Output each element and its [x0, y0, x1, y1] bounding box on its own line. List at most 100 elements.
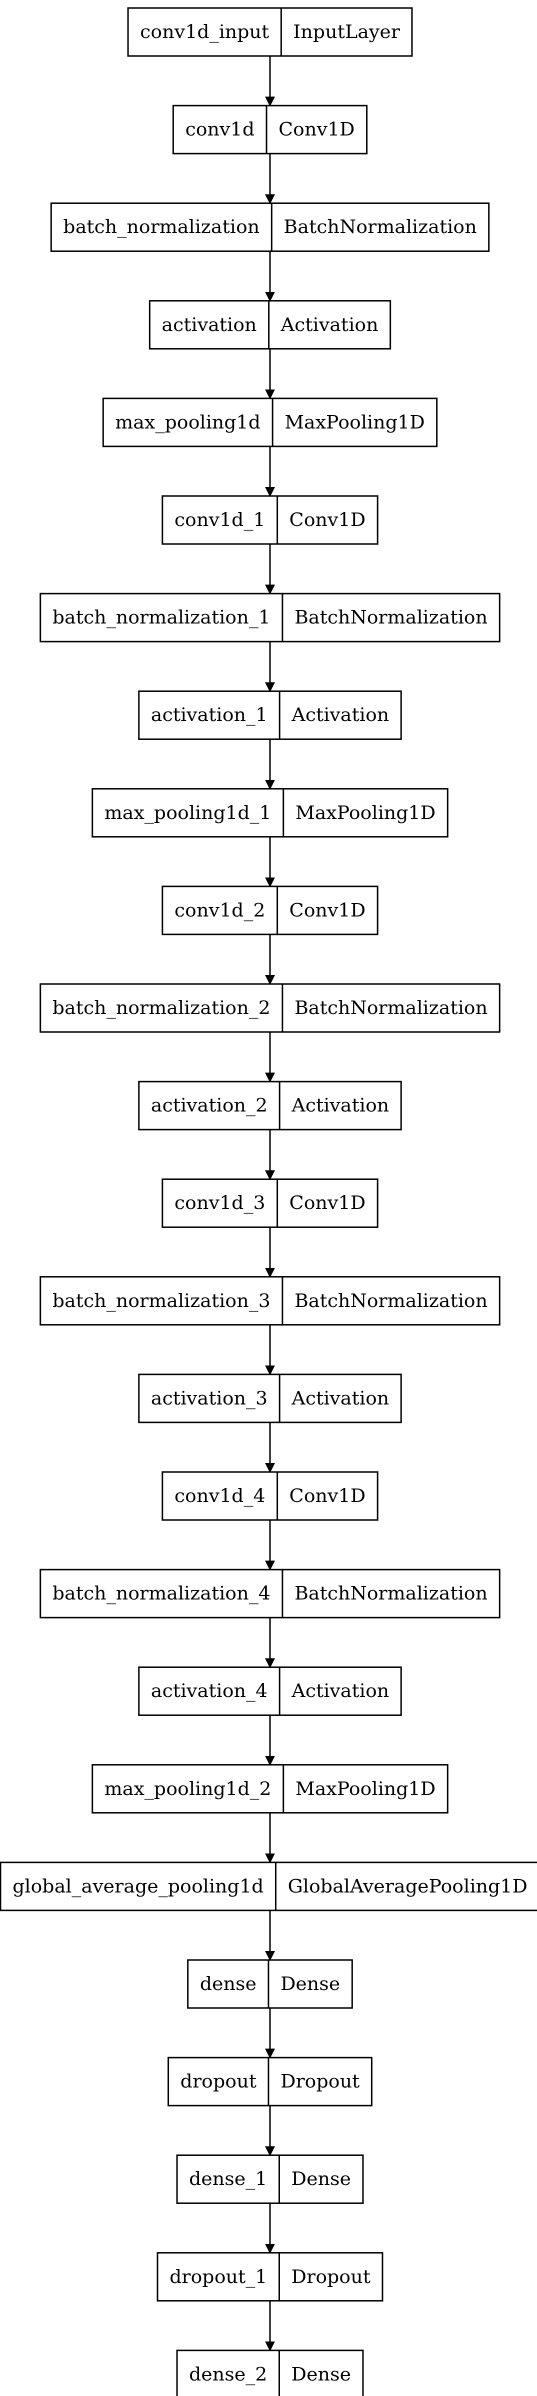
layer-box [39, 592, 501, 643]
layer-name: activation_4 [151, 1680, 268, 1702]
layer-node: conv1d_3 Conv1D [161, 1178, 379, 1228]
layer-type: BatchNormalization [294, 607, 487, 629]
layer-type: Dense [280, 1973, 340, 1995]
layer-type: BatchNormalization [294, 1583, 487, 1605]
layer-box [91, 1764, 449, 1814]
layer-node: batch_normalization BatchNormalization [50, 202, 490, 252]
layer-type: Activation [291, 1095, 390, 1117]
layer-node: dense_2 Dense [176, 2349, 364, 2396]
layer-node: batch_normalization_4 BatchNormalization [39, 1568, 501, 1619]
layer-type: Dense [291, 2363, 351, 2385]
layer-box [172, 104, 368, 155]
layer-node: activation_1 Activation [138, 690, 402, 740]
layer-name: batch_normalization_4 [52, 1583, 270, 1605]
layer-box [39, 1276, 501, 1326]
layer-name: conv1d_3 [174, 1192, 265, 1214]
layer-name: conv1d_4 [174, 1485, 265, 1507]
layer-node: conv1d_input InputLayer [127, 7, 413, 57]
layer-box [161, 1178, 379, 1228]
layer-box [148, 300, 392, 350]
layer-name: activation_3 [151, 1387, 268, 1409]
layer-box [50, 202, 490, 252]
layer-type: MaxPooling1D [295, 802, 435, 824]
layer-box [138, 1373, 402, 1424]
layer-box [176, 2349, 364, 2396]
layer-node: activation Activation [148, 300, 392, 350]
layer-node: max_pooling1d MaxPooling1D [102, 397, 438, 448]
layer-node: batch_normalization_3 BatchNormalization [39, 1276, 501, 1326]
layer-node: dropout Dropout [167, 2056, 373, 2107]
layer-type: Conv1D [289, 1485, 365, 1507]
layer-name: dropout [180, 2071, 257, 2093]
layer-box [127, 7, 413, 57]
layer-name: dense_2 [189, 2363, 267, 2385]
layer-name: batch_normalization_2 [52, 997, 270, 1019]
layer-type: Dense [291, 2168, 351, 2190]
layer-name: conv1d_1 [174, 509, 265, 531]
layer-name: max_pooling1d [115, 411, 260, 433]
layer-name: dense_1 [189, 2168, 267, 2190]
layer-node: conv1d_2 Conv1D [161, 885, 379, 936]
layer-type: Dropout [280, 2071, 360, 2093]
layer-name: batch_normalization_3 [52, 1290, 270, 1312]
layer-name: global_average_pooling1d [13, 1875, 264, 1897]
layer-node: batch_normalization_1 BatchNormalization [39, 592, 501, 643]
layer-box [0, 1861, 537, 1912]
layer-type: GlobalAveragePooling1D [288, 1875, 528, 1897]
layer-type: BatchNormalization [284, 216, 477, 238]
layer-type: Activation [291, 704, 390, 726]
layer-box [39, 983, 501, 1033]
layer-box [161, 1471, 379, 1521]
layer-node: conv1d_1 Conv1D [161, 495, 379, 545]
layer-node: activation_2 Activation [138, 1080, 402, 1131]
layer-type: Activation [291, 1387, 390, 1409]
layer-node: dropout_1 Dropout [156, 2252, 384, 2302]
layer-name: dense [200, 1973, 257, 1995]
layer-type: Activation [291, 1680, 390, 1702]
layer-node: dense_1 Dense [176, 2154, 364, 2204]
layer-type: Conv1D [289, 899, 365, 921]
layer-type: Conv1D [279, 119, 355, 141]
layer-box [156, 2252, 384, 2302]
layer-box [167, 2056, 373, 2107]
layer-name: conv1d_2 [174, 899, 265, 921]
layer-node: dense Dense [187, 1959, 353, 2009]
layer-box [102, 397, 438, 448]
layer-type: BatchNormalization [294, 1290, 487, 1312]
layer-box [138, 1080, 402, 1131]
layer-node: batch_normalization_2 BatchNormalization [39, 983, 501, 1033]
layer-type: Conv1D [289, 509, 365, 531]
layer-name: max_pooling1d_2 [104, 1778, 271, 1800]
layer-type: MaxPooling1D [285, 411, 425, 433]
layer-name: activation [162, 314, 257, 336]
layer-node: activation_4 Activation [138, 1666, 402, 1716]
layer-box [138, 690, 402, 740]
layer-box [176, 2154, 364, 2204]
layer-name: dropout_1 [170, 2266, 268, 2288]
layer-type: InputLayer [293, 21, 401, 43]
layer-node: activation_3 Activation [138, 1373, 402, 1424]
layer-type: MaxPooling1D [295, 1778, 435, 1800]
layer-type: BatchNormalization [294, 997, 487, 1019]
layer-name: batch_normalization_1 [52, 607, 270, 629]
layer-box [161, 495, 379, 545]
layer-node: max_pooling1d_2 MaxPooling1D [91, 1764, 449, 1814]
layer-name: activation_2 [151, 1095, 268, 1117]
layer-box [138, 1666, 402, 1716]
layer-type: Conv1D [289, 1192, 365, 1214]
layer-node: global_average_pooling1d GlobalAveragePoo… [0, 1861, 537, 1912]
layer-type: Activation [280, 314, 379, 336]
layer-name: batch_normalization [63, 216, 260, 238]
layer-box [161, 885, 379, 936]
layer-name: activation_1 [151, 704, 268, 726]
layer-node: conv1d Conv1D [172, 104, 368, 155]
layer-box [187, 1959, 353, 2009]
layer-box [39, 1568, 501, 1619]
layer-name: conv1d_input [140, 21, 270, 43]
layer-name: conv1d [185, 119, 254, 141]
layer-type: Dropout [291, 2266, 371, 2288]
layer-node: conv1d_4 Conv1D [161, 1471, 379, 1521]
